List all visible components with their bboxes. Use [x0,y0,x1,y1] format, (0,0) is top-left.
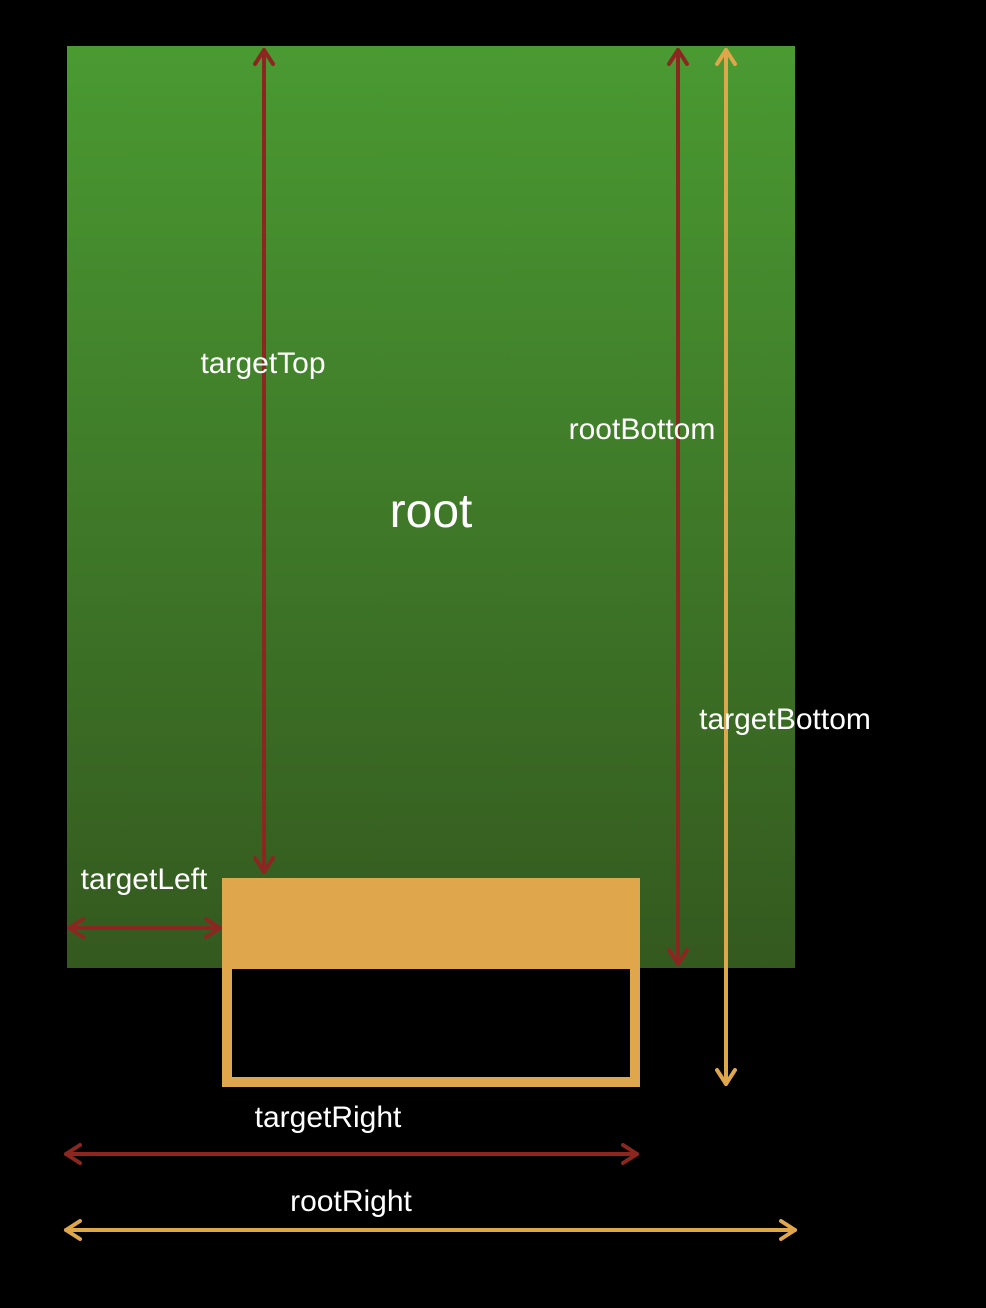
target-top-label: targetTop [200,347,325,380]
target-bottom-label: targetBottom [699,703,871,736]
root-box [67,46,795,968]
root-bottom-arrow [667,48,689,966]
target-left-arrow [67,917,222,939]
root-label: root [390,485,473,538]
target-right-arrow [64,1143,639,1165]
target-box-fill [222,878,640,969]
target-top-arrow [253,48,275,874]
root-right-arrow [64,1219,797,1241]
target-right-label: targetRight [255,1101,402,1134]
root-bottom-label: rootBottom [569,413,716,446]
target-bottom-arrow [715,48,737,1086]
root-right-label: rootRight [290,1185,412,1218]
target-left-label: targetLeft [81,863,208,896]
target-box-outline [222,878,640,1087]
